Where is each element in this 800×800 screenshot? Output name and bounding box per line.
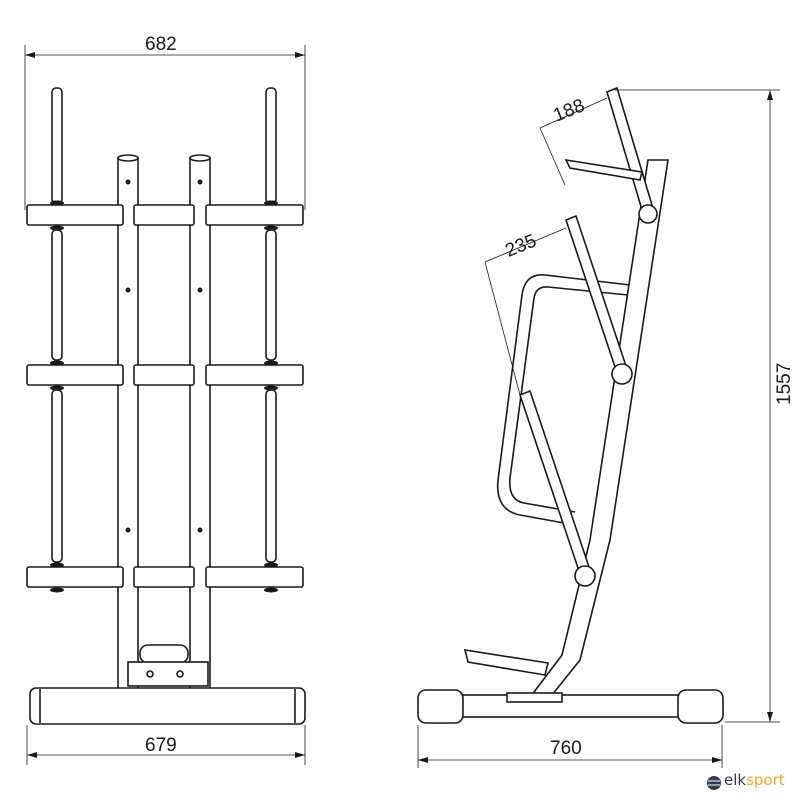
side-view: 188 235 1557 760 [417, 86, 795, 768]
logo-icon [707, 776, 721, 790]
dim-front-base: 679 [145, 735, 177, 756]
logo-text-sport: sport [746, 771, 785, 789]
dim-side-height: 1557 [774, 363, 795, 405]
brand-logo: elksport [724, 771, 785, 789]
front-view: 682 679 [24, 34, 306, 765]
dim-side-upper: 188 [550, 95, 587, 126]
dim-side-lower: 235 [502, 230, 539, 261]
dim-front-top: 682 [145, 34, 177, 55]
logo-text-elk: elk [724, 771, 747, 789]
dim-side-base: 760 [550, 738, 582, 759]
